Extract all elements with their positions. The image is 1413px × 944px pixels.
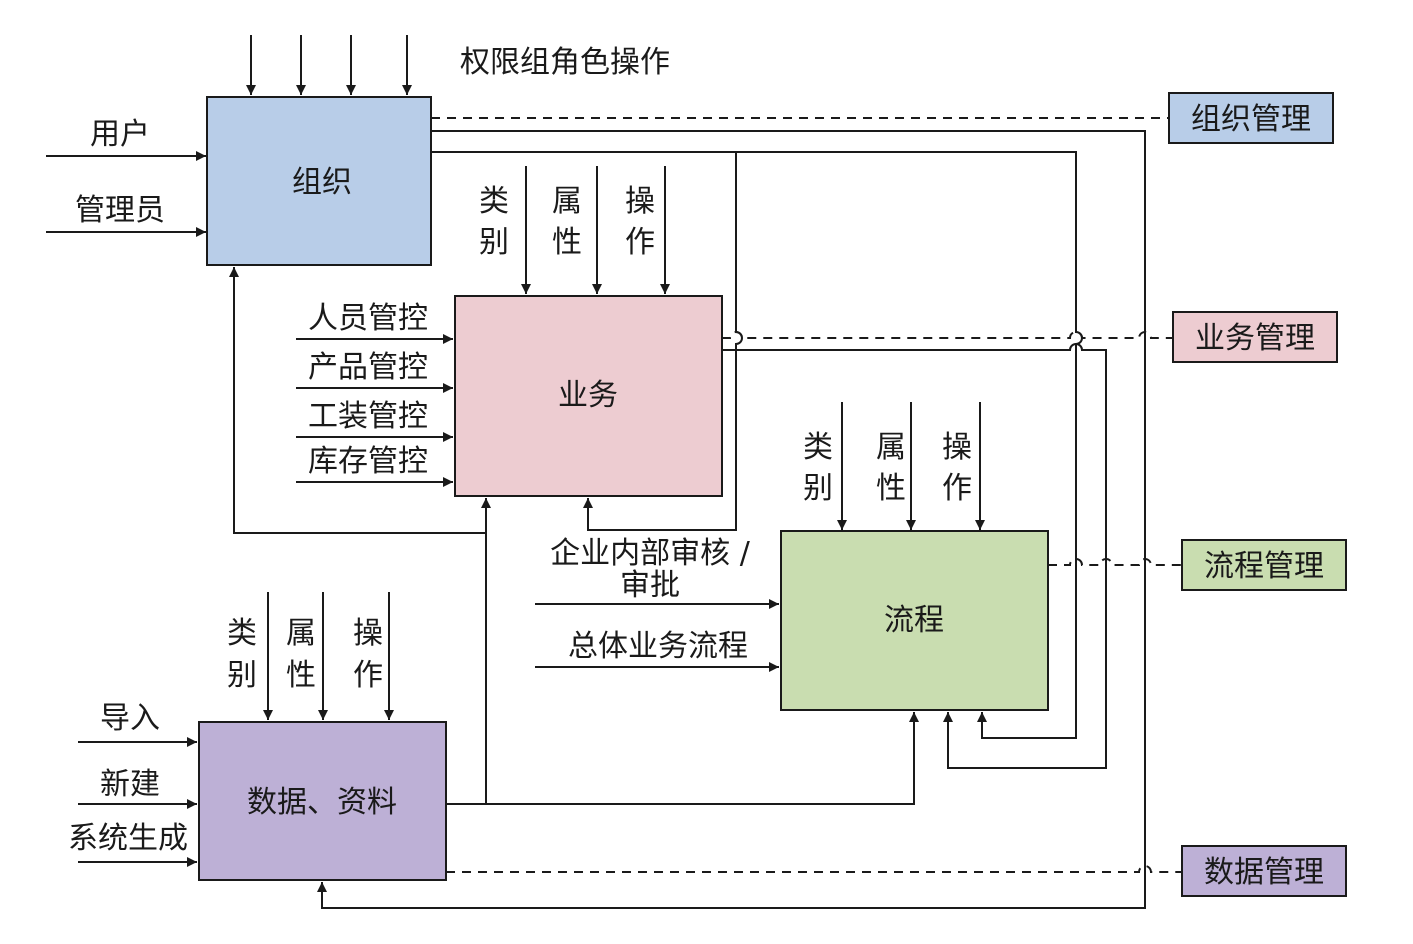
org-mgmt-rect: [1168, 92, 1334, 144]
data-control-label: 别: [227, 658, 257, 693]
process-control-label: 别: [803, 471, 833, 506]
process-mgmt-dashed-line: [1048, 558, 1181, 566]
process-control-label: 类: [803, 430, 833, 465]
data-mgmt-label: 数据管理: [1204, 855, 1324, 890]
biz-mgmt-rect: [1172, 311, 1338, 363]
data-mgmt-rect: [1181, 845, 1347, 897]
process-input-label: 总体业务流程: [568, 629, 748, 664]
biz-control-label: 属: [552, 184, 582, 219]
data-control-label: 属: [286, 616, 316, 651]
biz-box: 业务: [454, 295, 723, 497]
biz-mgmt-dashed-line: [722, 331, 1172, 339]
process-mgmt-box: 流程管理: [1181, 539, 1347, 591]
org-box: 组织: [206, 96, 432, 266]
biz-control-label: 操: [625, 184, 655, 219]
data-box: 数据、资料: [198, 721, 447, 881]
biz-control-label: 性: [552, 225, 582, 260]
data-mgmt-box: 数据管理: [1181, 845, 1347, 897]
data-box-label: 数据、资料: [247, 785, 397, 820]
process-box: 流程: [780, 530, 1049, 711]
biz-input-label: 库存管控: [308, 444, 428, 479]
biz-input-label: 人员管控: [308, 301, 428, 336]
data-control-label: 性: [286, 658, 316, 693]
data-input-label: 新建: [100, 767, 160, 802]
data-to-process-connector: [486, 712, 919, 805]
org-box-rect: [206, 96, 432, 266]
process-mgmt-rect: [1181, 539, 1347, 591]
biz-mgmt-label: 业务管理: [1195, 321, 1315, 356]
org-mgmt-box: 组织管理: [1168, 92, 1334, 144]
biz-mgmt-box: 业务管理: [1172, 311, 1338, 363]
biz-to-process-connector: [722, 343, 1107, 769]
process-control-label: 性: [876, 471, 906, 506]
org-input-label: 用户: [90, 117, 150, 152]
org-controls-label: 权限组角色操作: [460, 45, 670, 80]
data-control-label: 作: [353, 658, 383, 693]
biz-box-rect: [454, 295, 723, 497]
org-mgmt-label: 组织管理: [1191, 102, 1311, 137]
biz-control-label: 别: [479, 225, 509, 260]
data-control-label: 操: [353, 616, 383, 651]
org-input-label: 管理员: [75, 193, 165, 228]
process-control-label: 操: [942, 430, 972, 465]
data-control-label: 类: [227, 616, 257, 651]
org-box-label: 组织: [292, 165, 352, 200]
biz-control-label: 类: [479, 184, 509, 219]
process-box-rect: [780, 530, 1049, 711]
data-input-label: 系统生成: [68, 821, 188, 856]
process-control-label: 作: [942, 471, 972, 506]
process-input-label: 审批: [620, 568, 680, 603]
data-mgmt-dashed-line: [446, 865, 1181, 873]
data-box-rect: [198, 721, 447, 881]
process-input-label: 企业内部审核 /: [550, 536, 751, 571]
biz-box-label: 业务: [558, 378, 618, 413]
process-mgmt-label: 流程管理: [1204, 549, 1324, 584]
data-input-label: 导入: [100, 701, 160, 736]
process-control-label: 属: [876, 430, 906, 465]
org-to-data-connector: [317, 130, 1146, 909]
biz-input-label: 工装管控: [308, 399, 428, 434]
biz-input-label: 产品管控: [308, 350, 428, 385]
process-box-label: 流程: [884, 603, 944, 638]
data-to-biz-connector: [446, 498, 491, 805]
biz-control-label: 作: [625, 225, 655, 260]
biz-to-org-feedback: [229, 267, 486, 534]
